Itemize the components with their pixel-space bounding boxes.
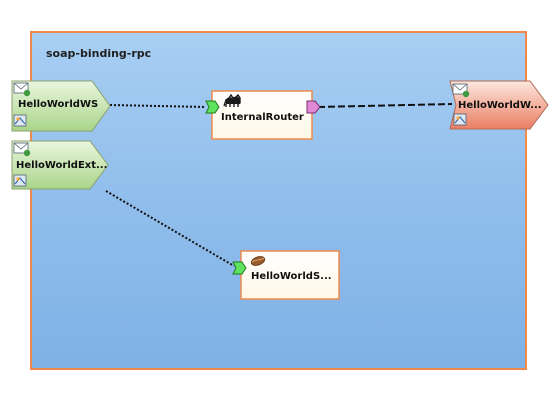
- component-internalrouter[interactable]: InternalRouter: [205, 90, 321, 140]
- wsdl-binding-icon: [453, 113, 467, 126]
- envelope-icon: [13, 82, 31, 97]
- envelope-icon: [452, 83, 470, 98]
- reference-label: HelloWorldW...: [458, 100, 542, 111]
- wsdl-binding-icon: [13, 174, 27, 187]
- reference-port[interactable]: [306, 100, 321, 114]
- wire-router-to-reference[interactable]: [317, 103, 453, 108]
- reference-helloworldw[interactable]: HelloWorldW...: [449, 80, 549, 130]
- wsdl-binding-icon: [13, 114, 27, 127]
- service-helloworldws[interactable]: HelloWorldWS: [11, 80, 111, 132]
- bean-icon: [250, 256, 266, 266]
- envelope-icon: [13, 142, 31, 157]
- wire-helloworldext-to-component[interactable]: [105, 190, 235, 267]
- service-helloworldext[interactable]: HelloWorldExt...: [11, 140, 109, 190]
- wire-helloworldws-to-router[interactable]: [109, 104, 207, 108]
- component-helloworlds[interactable]: HelloWorldS...: [232, 250, 340, 300]
- service-label: HelloWorldWS: [18, 99, 98, 110]
- service-port[interactable]: [205, 100, 220, 114]
- service-label: HelloWorldExt...: [16, 160, 107, 171]
- component-label: HelloWorldS...: [251, 271, 332, 282]
- service-port[interactable]: [232, 261, 247, 275]
- camel-icon: [223, 93, 241, 107]
- component-label: InternalRouter: [221, 112, 304, 123]
- composite-box[interactable]: soap-binding-rpc: [30, 31, 527, 370]
- composite-title: soap-binding-rpc: [46, 47, 152, 60]
